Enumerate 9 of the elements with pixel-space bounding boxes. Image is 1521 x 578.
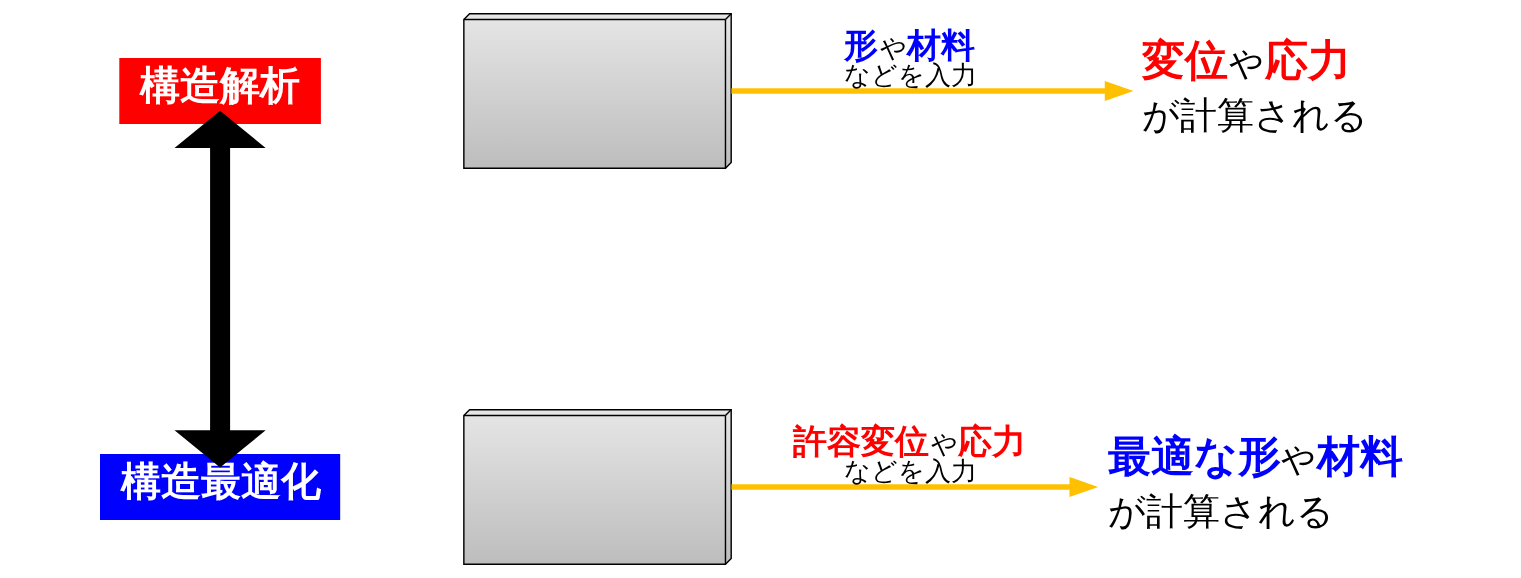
edge-label: 形や材料などを入力 [844,24,978,91]
node-text: 変位や応力 が計算される [1142,35,1369,137]
node-text: 最適な形や材料 が計算される [1107,431,1403,533]
arrow [731,80,1134,102]
edge-label: 許容変位や応力などを入力 [792,420,1027,487]
arrow [731,476,1099,498]
node-box: 構造最適化 [100,454,341,520]
arrow [174,110,266,468]
node-box: 構造解析 [119,58,321,124]
